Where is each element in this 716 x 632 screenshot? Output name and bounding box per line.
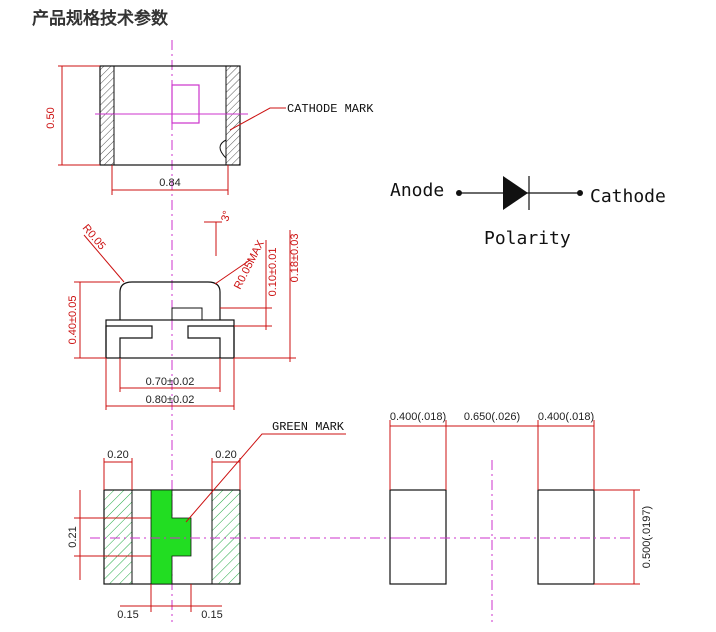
page-heading: 产品规格技术参数 — [32, 9, 168, 29]
cathode-terminal-dot — [577, 190, 583, 196]
footprint-pad1-dimension: 0.400(.018) — [390, 411, 446, 423]
bottom-left-pad — [103, 489, 133, 585]
mark-left-dimension: 0.15 — [117, 609, 138, 621]
footprint-gap-dimension: 0.650(.026) — [464, 411, 520, 423]
radius-left-dimension: R0.05 — [80, 222, 108, 252]
footprint-pad-2 — [537, 489, 595, 585]
footprint-height-dimension: 0.500(.0197) — [641, 506, 653, 568]
footprint-view: 0.400(.018) 0.650(.026) 0.400(.018) 0.50… — [389, 411, 653, 622]
outer-width-dimension: 0.80±0.02 — [146, 394, 195, 406]
polarity-caption: Polarity — [484, 228, 571, 249]
right-pad-dimension: 0.20 — [215, 449, 236, 461]
anode-label: Anode — [390, 180, 444, 201]
mark-height-dimension: 0.21 — [67, 526, 79, 547]
top-view-left-terminal — [99, 65, 115, 166]
radius-right-dimension: R0.05MAX — [232, 238, 267, 291]
cathode-notch — [219, 139, 227, 159]
pad-height-dimension: 0.18±0.03 — [289, 234, 301, 283]
footprint-pad2-dimension: 0.400(.018) — [538, 411, 594, 423]
top-width-dimension: 0.84 — [159, 177, 180, 189]
cathode-leader — [229, 107, 286, 131]
green-mark-leader — [185, 433, 346, 523]
bottom-right-pad — [211, 489, 241, 585]
inner-width-dimension: 0.70±0.02 — [146, 376, 195, 388]
side-lens — [119, 281, 221, 320]
top-view-chip — [171, 84, 200, 124]
cathode-label: Cathode — [590, 186, 666, 207]
polarity-symbol: Anode Cathode Polarity — [390, 176, 666, 249]
top-view-body — [99, 65, 241, 166]
top-view-right-terminal — [225, 65, 241, 166]
footprint-pad-1 — [389, 489, 447, 585]
left-pad-dimension: 0.20 — [107, 449, 128, 461]
top-height-dimension: 0.50 — [45, 107, 57, 128]
side-view: R0.05 R0.05MAX 3° 0.40±0.05 0.10±0.01 0.… — [67, 209, 301, 410]
cathode-mark-label: CATHODE MARK — [287, 102, 374, 116]
lens-height-dimension: 0.10±0.01 — [267, 248, 279, 297]
side-right-terminal — [187, 325, 235, 358]
top-view: 0.50 0.84 CATHODE MARK — [45, 65, 374, 195]
side-chip — [171, 307, 203, 321]
mark-right-dimension: 0.15 — [201, 609, 222, 621]
diode-arrow — [503, 176, 528, 210]
green-mark-label: GREEN MARK — [272, 420, 345, 434]
angle-dimension: 3° — [219, 209, 233, 222]
side-left-terminal — [105, 325, 153, 358]
total-height-dimension: 0.40±0.05 — [67, 296, 79, 345]
green-mark — [150, 489, 192, 585]
bottom-view: 0.20 0.20 0.21 0.15 0.15 GREEN MARK — [67, 420, 400, 621]
